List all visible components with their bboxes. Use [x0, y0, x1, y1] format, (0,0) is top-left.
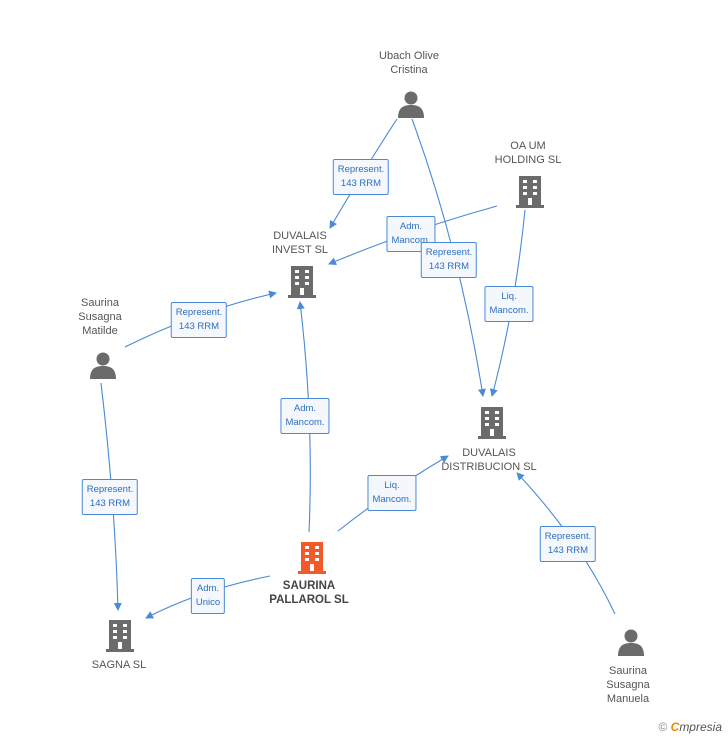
edge-label-pallarol-sagna[interactable]: Adm. Unico — [190, 578, 226, 614]
edge-label-ubach-invest[interactable]: Represent. 143 RRM — [332, 159, 390, 195]
person-icon-matilde — [90, 352, 116, 379]
brand-name-rest: mpresia — [679, 720, 722, 734]
node-label-sagna[interactable]: SAGNA SL — [91, 659, 147, 671]
node-label-distribucion[interactable]: DUVALAIS DISTRIBUCION SL — [441, 447, 537, 473]
brand-logo-letter: C — [670, 720, 680, 734]
edge-label-manuela-distribucion[interactable]: Represent. 143 RRM — [539, 526, 597, 562]
node-label-matilde[interactable]: Saurina Susagna Matilde — [78, 297, 122, 337]
node-label-oaum[interactable]: OA UM HOLDING SL — [494, 140, 562, 166]
edge-label-matilde-sagna[interactable]: Represent. 143 RRM — [81, 479, 139, 515]
building-icon-sagna — [106, 620, 134, 652]
edge-label-pallarol-distribucion[interactable]: Liq. Mancom. — [367, 475, 417, 511]
edge-label-pallarol-invest[interactable]: Adm. Mancom. — [280, 398, 330, 434]
node-label-pallarol[interactable]: SAURINA PALLAROL SL — [269, 580, 349, 606]
edge-label-oaum-distribucion[interactable]: Liq. Mancom. — [484, 286, 534, 322]
person-icon-ubach — [398, 91, 424, 118]
brand-name: Cmpresia — [671, 720, 722, 734]
building-icon-distribucion — [478, 407, 506, 439]
node-label-manuela[interactable]: Saurina Susagna Manuela — [606, 665, 650, 705]
edge-label-ubach-distribucion[interactable]: Represent. 143 RRM — [420, 242, 478, 278]
node-label-ubach[interactable]: Ubach Olive Cristina — [379, 50, 439, 76]
building-icon-invest — [288, 266, 316, 298]
copyright-symbol: © — [658, 720, 668, 734]
building-icon-oaum — [516, 176, 544, 208]
person-icon-manuela — [618, 629, 644, 656]
edge-label-matilde-invest[interactable]: Represent. 143 RRM — [170, 302, 228, 338]
footer-brand: © Cmpresia — [658, 720, 722, 734]
building-icon-pallarol — [298, 542, 326, 574]
node-label-invest[interactable]: DUVALAIS INVEST SL — [271, 230, 329, 256]
